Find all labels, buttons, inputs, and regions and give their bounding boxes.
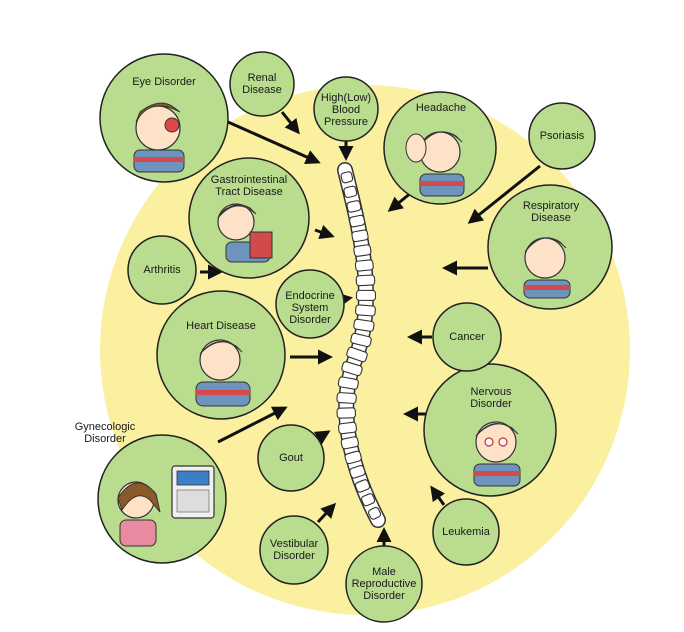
node-male-reproductive	[345, 545, 423, 623]
node-headache	[383, 91, 497, 205]
label-psoriasis: Psoriasis	[539, 130, 585, 142]
vertebra	[355, 289, 377, 301]
eye-icon	[484, 437, 494, 447]
vertebra	[355, 304, 376, 317]
vertebra	[346, 200, 362, 213]
vertebra	[349, 214, 366, 228]
arrow-leukemia	[430, 485, 446, 506]
vertebra	[340, 436, 359, 450]
vertebra	[337, 376, 359, 390]
vertebra	[346, 346, 368, 363]
vertebra	[353, 244, 372, 257]
node-nervous-disorder	[423, 363, 557, 497]
vertebra	[353, 318, 375, 332]
node-gout	[257, 424, 325, 492]
vertebra	[340, 171, 354, 184]
label-heart-disease: Heart Disease	[186, 320, 256, 332]
vertebra	[344, 450, 362, 465]
label-gastrointestinal: Gastrointestinal Tract Disease	[210, 174, 288, 198]
label-blood-pressure: High(Low) Blood Pressure	[320, 92, 372, 128]
hand-on-head-icon	[405, 133, 427, 163]
vertebra	[354, 479, 371, 493]
vertebra	[361, 493, 376, 507]
vertebra	[336, 392, 357, 404]
arrow-gynecologic	[217, 406, 288, 444]
label-headache: Headache	[415, 102, 467, 114]
node-eye-disorder	[99, 53, 229, 183]
vertebra	[337, 421, 357, 435]
label-respiratory: Respiratory Disease	[522, 200, 580, 224]
arrow-gastro	[314, 224, 335, 240]
vertebra	[343, 185, 358, 199]
label-endocrine: Endocrine System Disorder	[285, 290, 335, 326]
vertebra	[368, 506, 382, 520]
label-gynecologic: Gynecologic Disorder	[74, 421, 136, 445]
node-vestibular	[259, 515, 329, 585]
vertebra	[341, 361, 363, 377]
node-gastrointestinal	[188, 157, 310, 279]
label-gout: Gout	[279, 452, 303, 464]
node-heart-disease	[156, 290, 286, 420]
vertebra	[355, 274, 376, 287]
vertebra	[351, 229, 369, 243]
vertebra	[349, 465, 366, 479]
vertebra	[336, 407, 357, 419]
label-renal-disease: Renal Disease	[242, 72, 282, 96]
node-gynecologic	[97, 434, 227, 564]
vertebra	[350, 332, 372, 348]
label-eye-disorder: Eye Disorder	[132, 76, 196, 88]
label-vestibular: Vestibular Disorder	[269, 538, 319, 562]
arrow-psoriasis	[467, 164, 541, 224]
node-leukemia	[432, 498, 500, 566]
node-cancer	[432, 302, 502, 372]
arrow-vestibular	[316, 502, 337, 524]
node-arthritis	[127, 235, 197, 305]
node-renal-disease	[229, 51, 295, 117]
label-male-reproductive: Male Reproductive Disorder	[351, 566, 417, 602]
label-cancer: Cancer	[449, 331, 485, 343]
eye-dropper-icon	[164, 117, 180, 133]
node-respiratory	[487, 184, 613, 310]
person-head-icon	[199, 339, 241, 381]
label-nervous: Nervous Disorder	[470, 386, 512, 410]
arrow-renal	[280, 111, 300, 135]
node-psoriasis	[528, 102, 596, 170]
label-leukemia: Leukemia	[442, 526, 490, 538]
arrow-eye	[227, 120, 321, 164]
spine-illustration	[336, 162, 386, 528]
person-head-icon	[217, 203, 255, 241]
node-endocrine	[275, 269, 345, 339]
node-blood-pressure	[313, 76, 379, 142]
vertebra	[354, 259, 374, 272]
person-head-icon	[475, 421, 517, 463]
calculator-icon	[171, 465, 215, 519]
eye-icon	[498, 437, 508, 447]
label-arthritis: Arthritis	[143, 264, 181, 276]
